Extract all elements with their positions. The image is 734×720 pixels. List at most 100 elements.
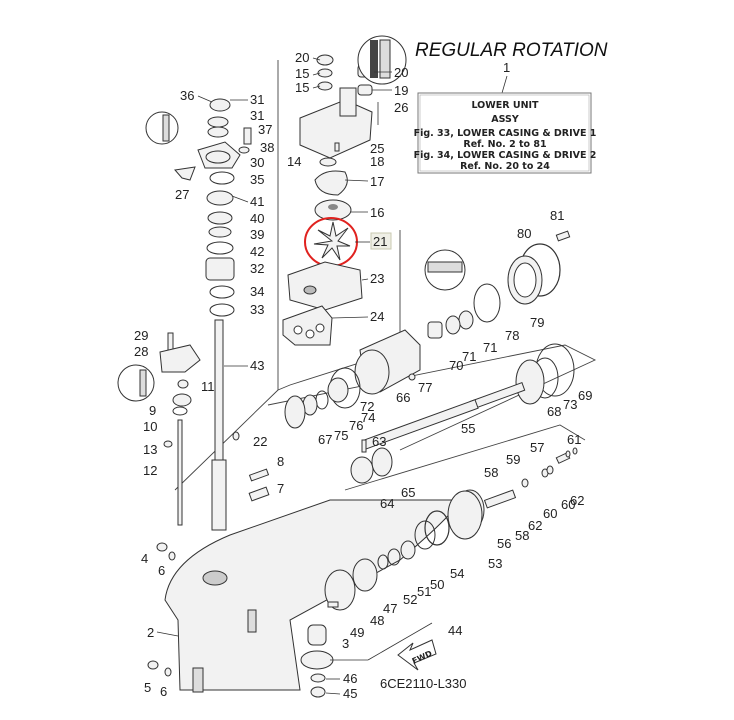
callout-71: 71: [483, 340, 497, 355]
info-line-2: ASSY: [491, 114, 519, 125]
callout-17: 17: [370, 174, 384, 189]
callout-81: 81: [550, 208, 564, 223]
reverse-bearing-callouts: 81 80 79 78 71 71 70: [449, 208, 564, 373]
callout-71: 71: [462, 349, 476, 364]
callout-8: 8: [277, 454, 284, 469]
callout-32: 32: [250, 261, 264, 276]
callout-31: 31: [250, 108, 264, 123]
callout-20: 20: [295, 50, 309, 65]
callout-56: 56: [497, 536, 511, 551]
callout-67: 67: [318, 432, 332, 447]
diagram-title: REGULAR ROTATION: [415, 40, 608, 61]
callout-77: 77: [418, 380, 432, 395]
callout-41: 41: [250, 194, 264, 209]
callout-68: 68: [547, 404, 561, 419]
callout-13: 13: [143, 442, 157, 457]
info-line-1: LOWER UNIT: [471, 100, 539, 111]
callout-35: 35: [250, 172, 264, 187]
callout-46: 46: [343, 671, 357, 686]
callout-43: 43: [250, 358, 264, 373]
callout-63: 63: [372, 434, 386, 449]
callout-26: 26: [394, 100, 408, 115]
callout-59: 59: [506, 452, 520, 467]
callout-6: 6: [160, 684, 167, 699]
diagram-code: 6CE2110-L330: [380, 676, 467, 691]
pump-callouts: 20 15 15 20 19 26 14 25 18 17 16 21 23 2…: [287, 50, 408, 324]
callout-33: 33: [250, 302, 264, 317]
callout-75: 75: [334, 428, 348, 443]
callout-54: 54: [450, 566, 464, 581]
callout-18: 18: [370, 154, 384, 169]
water-pump-parts: [282, 35, 407, 346]
callout-62: 62: [570, 493, 584, 508]
callout-21[interactable]: 21: [373, 234, 387, 249]
callout-58: 58: [484, 465, 498, 480]
pinion-callouts: 53 54 50 51 52 47 48 49 44 3 46 45: [325, 556, 502, 701]
callout-5: 5: [144, 680, 151, 695]
drive-shaft-parts: [145, 98, 252, 531]
casing-callouts: 4 6 2 5 6: [141, 551, 179, 699]
callout-40: 40: [250, 211, 264, 226]
callout-12: 12: [143, 463, 157, 478]
forward-gear-group-frame: [267, 344, 597, 451]
callout-65: 65: [401, 485, 415, 500]
callout-22: 22: [253, 434, 267, 449]
callout-57: 57: [530, 440, 544, 455]
drive-shaft-callouts: 36 31 31 37 38 30 35 27 41 40 39 42 32 3…: [175, 88, 274, 373]
highlight-tag[interactable]: [370, 232, 392, 250]
info-line-4: Ref. No. 2 to 81: [463, 139, 546, 150]
callout-64: 64: [380, 496, 394, 511]
callout-62: 62: [528, 518, 542, 533]
callout-61: 61: [567, 432, 581, 447]
callout-49: 49: [350, 625, 364, 640]
callout-60: 60: [543, 506, 557, 521]
reverse-bearing-parts: [424, 230, 571, 339]
forward-gear-parts: [284, 329, 575, 450]
info-box: LOWER UNIT ASSY Fig. 33, LOWER CASING & …: [414, 92, 596, 174]
callout-7: 7: [277, 481, 284, 496]
info-line-6: Ref. No. 20 to 24: [460, 161, 550, 172]
callout-78: 78: [505, 328, 519, 343]
callout-30: 30: [250, 155, 264, 170]
callout-58: 58: [515, 528, 529, 543]
callout-29: 29: [134, 328, 148, 343]
assembly-ref-label: 1: [503, 60, 510, 75]
callout-24: 24: [370, 309, 384, 324]
callout-14: 14: [287, 154, 301, 169]
fwd-arrow-icon: FWD: [397, 639, 437, 671]
callout-23: 23: [370, 271, 384, 286]
callout-42: 42: [250, 244, 264, 259]
callout-9: 9: [149, 403, 156, 418]
pinion-parts: [300, 490, 483, 698]
callout-37: 37: [258, 122, 272, 137]
callout-51: 51: [417, 584, 431, 599]
callout-2: 2: [147, 625, 154, 640]
callout-53: 53: [488, 556, 502, 571]
callout-69: 69: [578, 388, 592, 403]
callout-20: 20: [394, 65, 408, 80]
callout-16: 16: [370, 205, 384, 220]
callout-55: 55: [461, 421, 475, 436]
callout-52: 52: [403, 592, 417, 607]
callout-60: 60: [561, 497, 575, 512]
callout-15: 15: [295, 80, 309, 95]
callout-28: 28: [134, 344, 148, 359]
callout-79: 79: [530, 315, 544, 330]
callout-11: 11: [201, 379, 215, 394]
callout-66: 66: [396, 390, 410, 405]
callout-19: 19: [394, 83, 408, 98]
callout-80: 80: [517, 226, 531, 241]
callout-27: 27: [175, 187, 189, 202]
callout-10: 10: [143, 419, 157, 434]
callout-48: 48: [370, 613, 384, 628]
callout-50: 50: [430, 577, 444, 592]
callout-70: 70: [449, 358, 463, 373]
callout-34: 34: [250, 284, 264, 299]
shift-rod-callouts: 29 28 11 9 10 13 12 22 8 7: [134, 328, 284, 496]
callout-44: 44: [448, 623, 462, 638]
callout-38: 38: [260, 140, 274, 155]
callout-15: 15: [295, 66, 309, 81]
callout-47: 47: [383, 601, 397, 616]
callout-74: 74: [361, 410, 375, 425]
